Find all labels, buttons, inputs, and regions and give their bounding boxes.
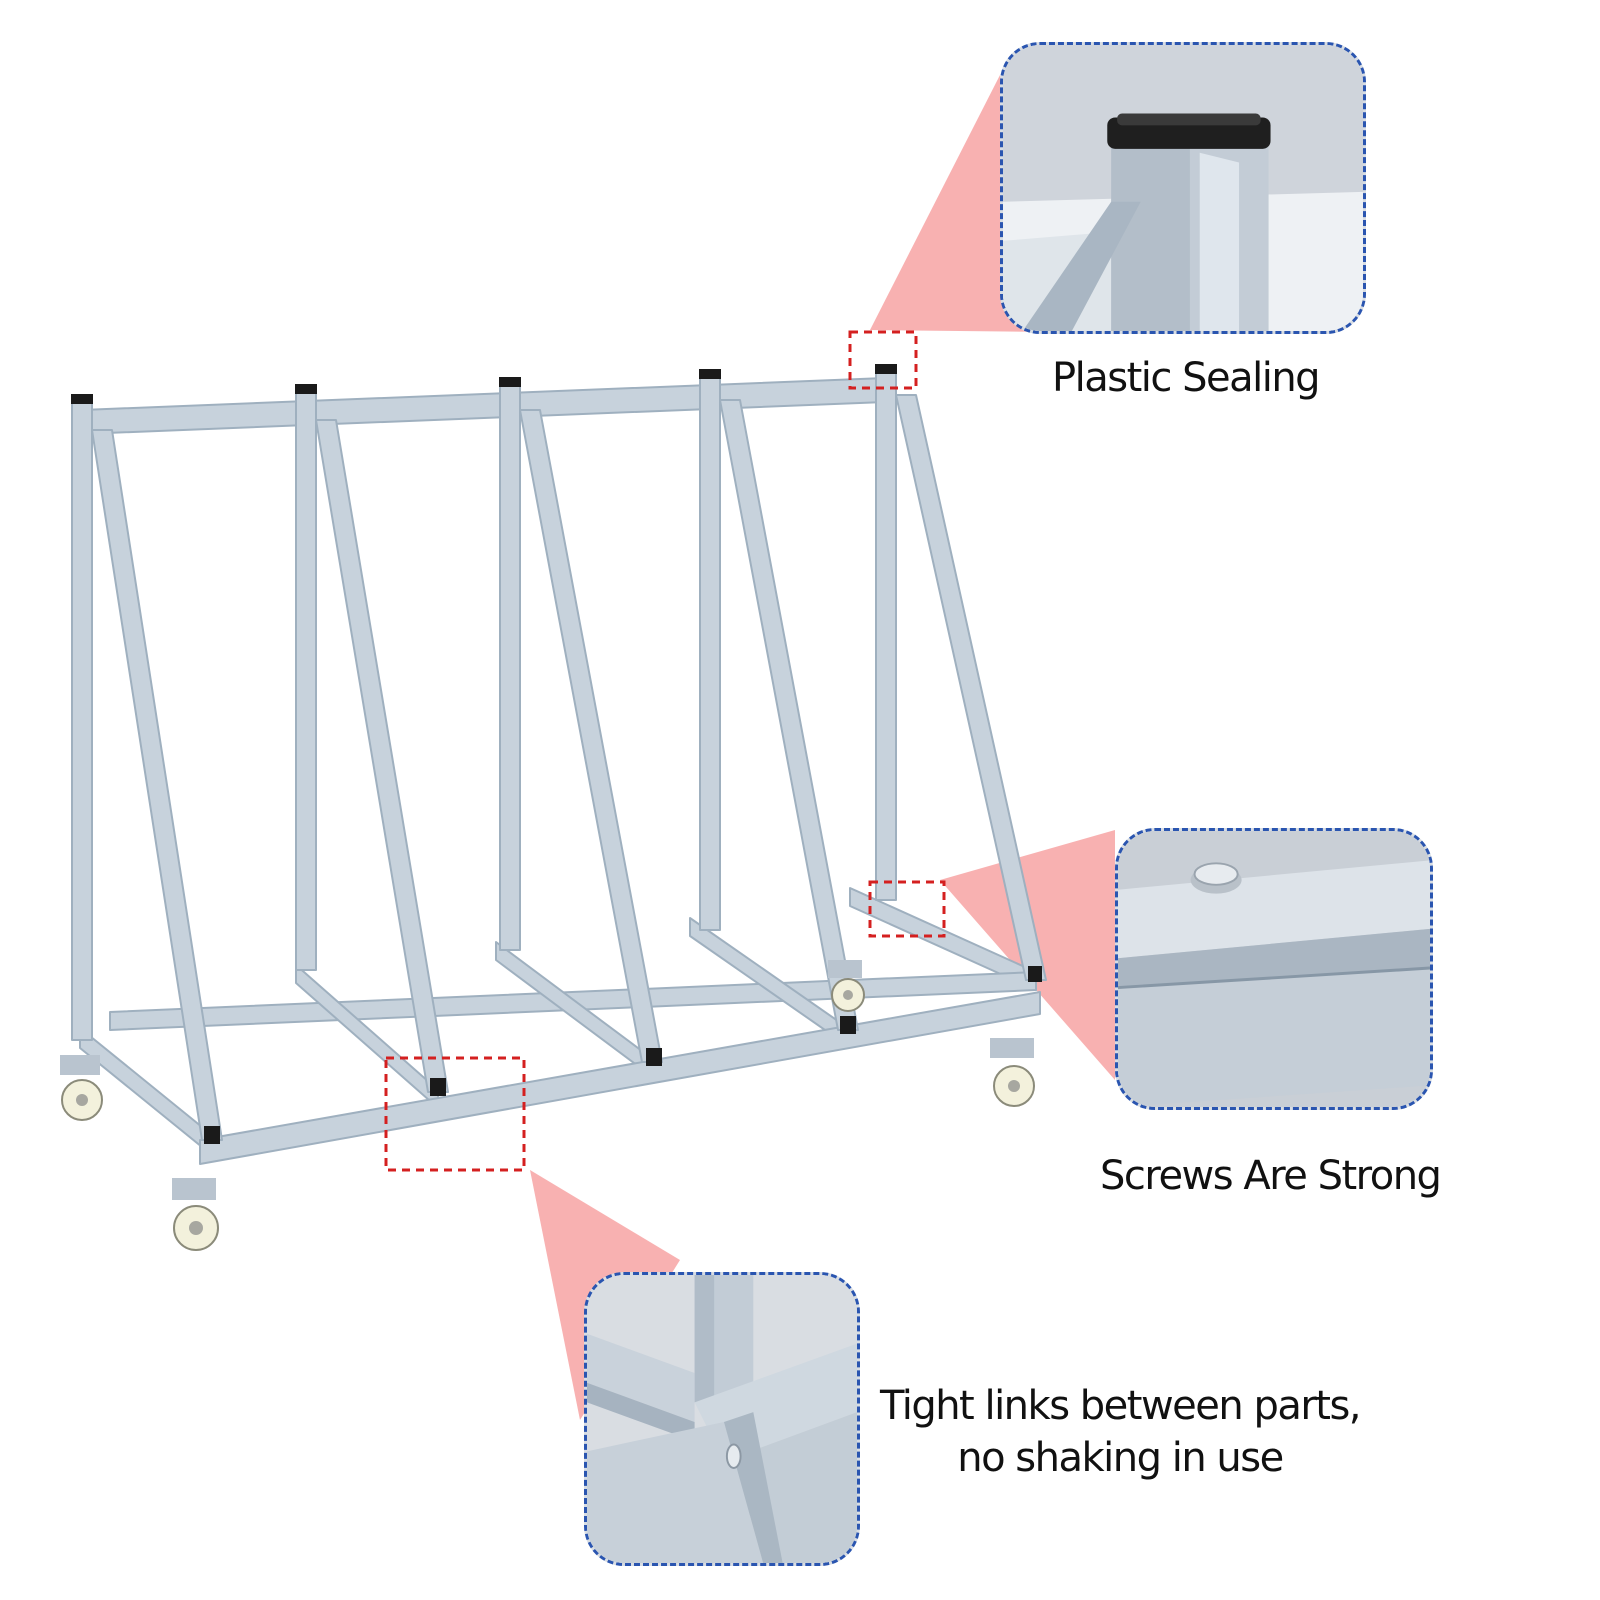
caption-plastic-sealing: Plastic Sealing <box>1052 355 1321 401</box>
caption-tight-links-line1: Tight links between parts, <box>880 1383 1362 1429</box>
end-caps <box>71 364 1042 1144</box>
caption-tight-links: Tight links between parts, no shaking in… <box>880 1380 1362 1484</box>
inset-tight-links <box>584 1272 860 1566</box>
rack-frame <box>71 369 1047 1165</box>
highlight-boxes <box>384 330 946 1172</box>
inset-plastic-sealing <box>1000 42 1366 334</box>
caster-wheel-icon <box>990 1038 1035 1107</box>
caster-wheel-icon <box>828 960 865 1012</box>
dashed-highlight-box-screws <box>868 880 946 938</box>
caster-wheel-icon <box>60 1055 103 1121</box>
dashed-highlight-box-plastic-sealing <box>848 330 918 390</box>
caster-wheel-icon <box>172 1178 219 1251</box>
inset-screws <box>1115 828 1433 1110</box>
caption-screws: Screws Are Strong <box>1100 1153 1442 1199</box>
weld-bolt <box>725 1443 742 1469</box>
caster-wheels <box>60 960 1035 1251</box>
caption-tight-links-line2: no shaking in use <box>957 1435 1284 1481</box>
screw-head <box>1190 862 1242 894</box>
